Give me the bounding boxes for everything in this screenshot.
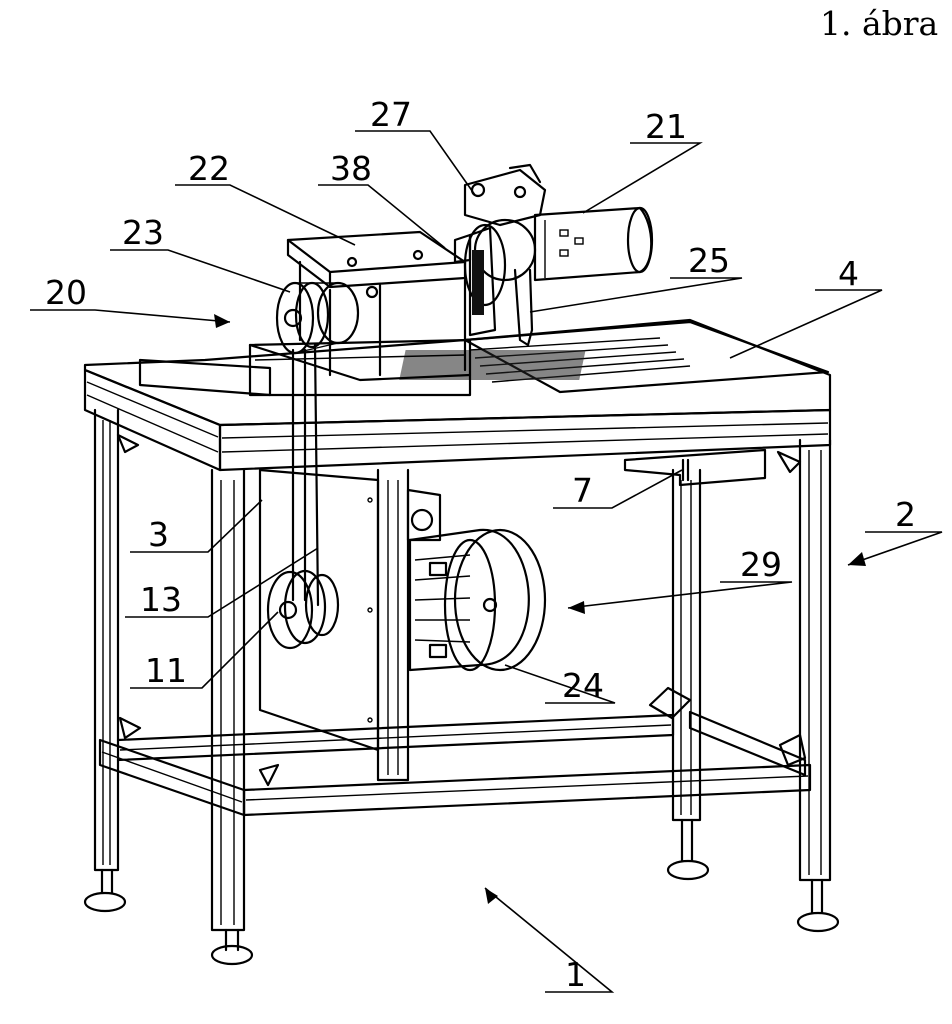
table-top (83, 318, 832, 427)
bracket-7 (623, 448, 767, 487)
label-23: 23 (122, 213, 164, 252)
label-3: 3 (148, 515, 169, 554)
label-38: 38 (330, 149, 372, 188)
label-25: 25 (688, 241, 730, 280)
leveling-feet (83, 818, 840, 966)
label-1: 1 (565, 955, 586, 994)
label-4: 4 (838, 254, 859, 293)
leader-lines (30, 130, 943, 993)
slot-pattern (399, 337, 691, 383)
label-11: 11 (145, 651, 187, 690)
label-24: 24 (562, 666, 604, 705)
label-13: 13 (140, 580, 182, 619)
label-21: 21 (645, 107, 687, 146)
upper-motor (533, 206, 654, 282)
label-22: 22 (188, 149, 230, 188)
frame (83, 368, 832, 932)
label-20: 20 (45, 273, 87, 312)
reference-labels: 27 21 22 38 23 25 4 20 7 2 3 29 13 11 24… (45, 95, 916, 994)
tool-head (453, 163, 547, 347)
figure-title: 1. ábra (820, 4, 939, 43)
label-7: 7 (572, 471, 593, 510)
upper-pulley (275, 281, 360, 355)
electric-motor (258, 468, 547, 752)
label-2: 2 (895, 495, 916, 534)
lower-pulley (266, 569, 340, 650)
label-29: 29 (740, 545, 782, 584)
gearbox-housing (248, 230, 472, 397)
label-27: 27 (370, 95, 412, 134)
